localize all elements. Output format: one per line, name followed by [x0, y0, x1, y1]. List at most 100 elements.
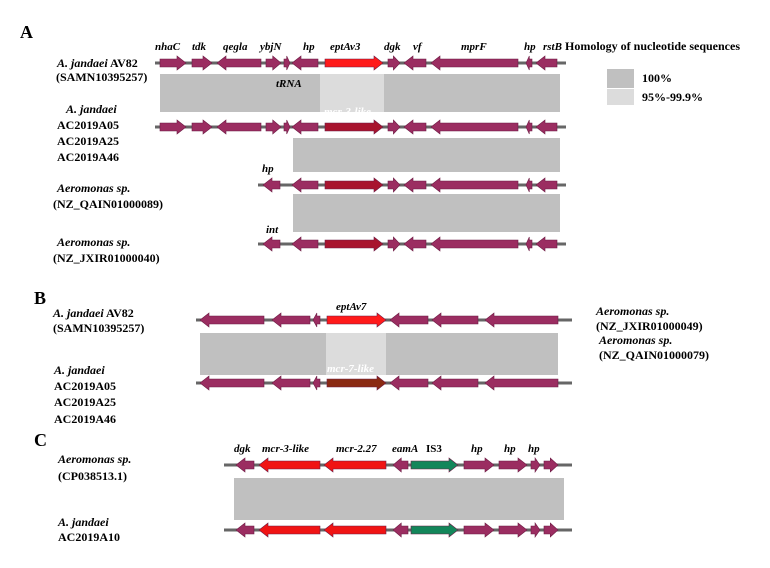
- a-row2-gene-trna: [283, 119, 291, 135]
- c-row2-gene-hp1: [463, 522, 495, 538]
- b-sample1-label: A. jandaei AV82: [52, 306, 134, 320]
- panel-letter-a: A: [20, 22, 33, 42]
- b-row-2-genes: [196, 375, 572, 391]
- b-row2-gene-g4: [389, 375, 429, 391]
- b-sample1-accession: (SAMN10395257): [53, 321, 144, 335]
- c-row-2-genes: [224, 522, 572, 538]
- gene-label-rstb: rstB: [543, 41, 562, 53]
- a-sample2-name: A. jandaei: [65, 102, 117, 116]
- c-gene-label-hp-2: hp: [504, 443, 516, 455]
- c-row2-gene-hp4: [543, 522, 559, 538]
- panel-a-gene-labels: nhaC tdk qegla ybjN hp eptAv3 dgk vf mpr…: [155, 41, 562, 53]
- a-row3-gene-hp-3: [525, 177, 533, 193]
- b-row1-gene-g6: [484, 312, 559, 328]
- a-row-1-genes: [155, 55, 566, 71]
- gene-label-mcr3like-a: mcr-3-like: [324, 106, 371, 118]
- a-row2-gene-hp: [291, 119, 319, 135]
- c-row1-gene-hp3: [530, 457, 541, 473]
- a-row4-gene-dgk: [387, 236, 401, 252]
- c-row1-gene-hp2: [498, 457, 528, 473]
- a-row2-gene-tdk: [191, 119, 213, 135]
- legend-swatch-95: [607, 89, 634, 105]
- b-row1-gene-g2: [271, 312, 311, 328]
- a-row1-gene-hp-2: [525, 55, 533, 71]
- legend-title: Homology of nucleotide sequences: [565, 39, 740, 53]
- a-sample3-accession: (NZ_QAIN01000089): [53, 197, 163, 211]
- a-row-2-genes: [155, 119, 566, 135]
- gene-label-dgk: dgk: [384, 41, 401, 53]
- a-row4-gene-hp-2: [291, 236, 319, 252]
- a-sample2-strain-3: AC2019A46: [57, 150, 119, 164]
- a-row1-gene-qegla: [216, 55, 262, 71]
- a-row3-gene-rstb: [535, 177, 558, 193]
- c-gene-label-hp-3: hp: [528, 443, 540, 455]
- a-sample4-name: Aeromonas sp.: [56, 235, 130, 249]
- c-sample1-accession: (CP038513.1): [58, 469, 127, 483]
- a-row4-gene-hp-3: [525, 236, 533, 252]
- a-row4-gene-rstb: [535, 236, 558, 252]
- a-homology-band-2: [293, 138, 560, 172]
- b-row1-gene-ept: [326, 312, 387, 328]
- gene-label-trna: tRNA: [276, 78, 302, 90]
- b-row2-gene-ept: [326, 375, 387, 391]
- a-sample2-strain-1: AC2019A05: [57, 118, 119, 132]
- c-gene-label-hp-1: hp: [471, 443, 483, 455]
- a-row2-gene-mcr: [324, 119, 384, 135]
- a-row3-gene-vf: [403, 177, 427, 193]
- a-row3-gene-hp-2: [291, 177, 319, 193]
- a-homology-band-3: [293, 194, 560, 232]
- a-row3-gene-mcr: [324, 177, 384, 193]
- c-row2-gene-hp3: [530, 522, 541, 538]
- panel-letter-c: C: [34, 430, 47, 450]
- gene-label-ybjn: ybjN: [258, 41, 282, 53]
- a-row1-gene-mcr: [324, 55, 384, 71]
- b-row2-gene-g1: [199, 375, 265, 391]
- a-row4-gene-mprf: [430, 236, 519, 252]
- c-row2-gene-eama: [392, 522, 409, 538]
- c-row2-gene-is3: [410, 522, 459, 538]
- a-sample2-strain-2: AC2019A25: [57, 134, 119, 148]
- b-homology-band-partial: [326, 333, 386, 375]
- panel-c-gene-labels: dgk mcr-3-like mcr-2.27 eamA IS3 hp hp h…: [234, 443, 540, 455]
- b-row1-gene-g3: [312, 312, 321, 328]
- a-row1-gene-trna: [283, 55, 291, 71]
- c-row1-gene-mcr227: [323, 457, 387, 473]
- c-row1-gene-dgk: [235, 457, 255, 473]
- c-sample2-strain: AC2019A10: [58, 530, 120, 544]
- b-sample2-strain-2: AC2019A25: [54, 395, 116, 409]
- a-row2-gene-dgk: [387, 119, 401, 135]
- b-right-1-accession: (NZ_JXIR01000049): [596, 319, 703, 333]
- a-sample1-accession: (SAMN10395257): [56, 70, 147, 84]
- a-row1-gene-vf: [403, 55, 427, 71]
- a-row4-gene-vf: [403, 236, 427, 252]
- b-row2-gene-g5: [431, 375, 479, 391]
- c-row1-gene-eama: [392, 457, 409, 473]
- a-row3-gene-dgk: [387, 177, 401, 193]
- gene-label-mcr7like: mcr-7-like: [327, 363, 374, 375]
- gene-label-qegla: qegla: [223, 41, 248, 53]
- legend-label-95: 95%-99.9%: [642, 90, 703, 104]
- c-row2-gene-hp2: [498, 522, 528, 538]
- c-row2-gene-mcr3like: [258, 522, 321, 538]
- a-sample1-label: A. jandaei AV82: [56, 56, 138, 70]
- c-sample1-name: Aeromonas sp.: [57, 452, 131, 466]
- a-row2-gene-vf: [403, 119, 427, 135]
- b-sample2-strain-3: AC2019A46: [54, 412, 116, 426]
- legend-label-100: 100%: [642, 71, 672, 85]
- b-row2-gene-g6: [484, 375, 559, 391]
- a-row1-gene-hp: [291, 55, 319, 71]
- b-right-2-name: Aeromonas sp.: [598, 333, 672, 347]
- panel-letter-b: B: [34, 288, 46, 308]
- c-row1-gene-hp1: [463, 457, 495, 473]
- a-row2-gene-nhac: [159, 119, 187, 135]
- gene-label-int: int: [266, 224, 279, 236]
- a-row2-gene-qegla: [216, 119, 262, 135]
- c-gene-label-is3: IS3: [426, 443, 442, 455]
- c-row1-gene-is3: [410, 457, 459, 473]
- c-gene-label-dgk: dgk: [234, 443, 251, 455]
- b-row2-gene-g3: [312, 375, 321, 391]
- c-gene-label-eama: eamA: [392, 443, 418, 455]
- b-right-1-name: Aeromonas sp.: [595, 304, 669, 318]
- gene-label-hp-2: hp: [524, 41, 536, 53]
- a-row1-gene-nhac: [159, 55, 187, 71]
